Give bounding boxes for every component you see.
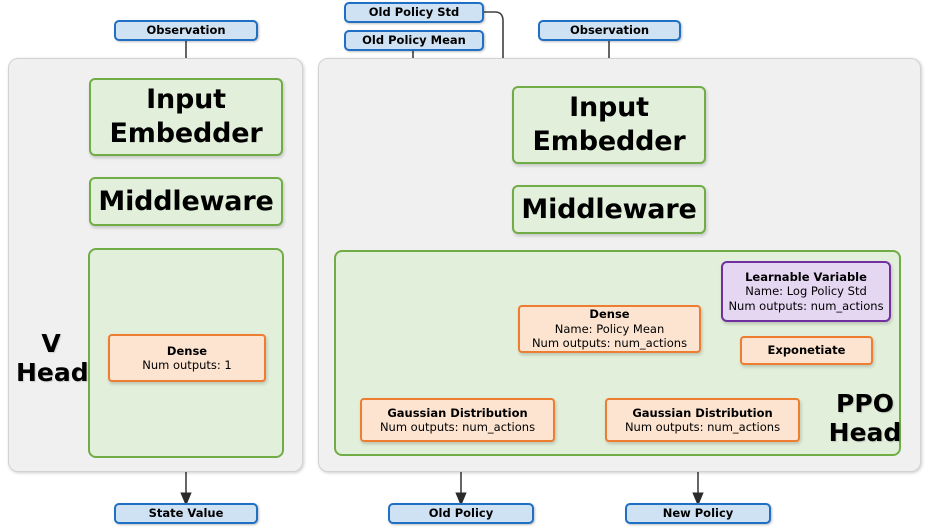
new-policy-output-node[interactable]: New Policy (625, 503, 771, 524)
old-policy-std-node[interactable]: Old Policy Std (344, 2, 484, 23)
new-policy-output-label: New Policy (662, 506, 734, 521)
ppo-input-embedder-node[interactable]: Input Embedder (512, 86, 706, 164)
old-policy-mean-node[interactable]: Old Policy Mean (344, 30, 484, 51)
v-middleware-node[interactable]: Middleware (89, 177, 283, 226)
v-dense-node[interactable]: Dense Num outputs: 1 (108, 334, 266, 382)
ppo-gaussian-old-title: Gaussian Distribution (387, 405, 528, 420)
ppo-gaussian-new-num-outputs: Num outputs: num_actions (624, 420, 781, 434)
v-input-embedder-node[interactable]: Input Embedder (89, 78, 283, 156)
v-middleware-label: Middleware (98, 185, 274, 217)
ppo-exponetiate-node[interactable]: Exponetiate (740, 336, 873, 365)
old-policy-output-label: Old Policy (428, 506, 494, 521)
v-observation-node[interactable]: Observation (114, 20, 258, 41)
ppo-head-label-line1: PPO (836, 389, 894, 418)
ppo-input-embedder-label: Input Embedder (532, 92, 686, 157)
ppo-head-label-line2: Head (828, 417, 902, 447)
old-policy-mean-label: Old Policy Mean (362, 33, 466, 48)
v-input-embedder-label: Input Embedder (109, 84, 263, 149)
v-state-value-node[interactable]: State Value (114, 503, 258, 524)
ppo-observation-node[interactable]: Observation (538, 20, 681, 41)
ppo-dense-title: Dense (589, 307, 630, 322)
old-policy-output-node[interactable]: Old Policy (388, 503, 534, 524)
ppo-dense-name: Name: Policy Mean (554, 321, 665, 336)
v-head-label: V Head (16, 329, 89, 388)
ppo-learnable-num-outputs: Num outputs: num_actions (728, 298, 884, 313)
ppo-head-label: PPO Head (820, 389, 910, 448)
old-policy-std-label: Old Policy Std (368, 5, 460, 20)
v-head-label-line1: V (41, 329, 61, 358)
ppo-gaussian-old-node[interactable]: Gaussian Distribution Num outputs: num_a… (360, 398, 555, 442)
ppo-dense-num-outputs: Num outputs: num_actions (531, 336, 688, 351)
ppo-dense-policy-mean-node[interactable]: Dense Name: Policy Mean Num outputs: num… (518, 305, 701, 353)
ppo-gaussian-old-num-outputs: Num outputs: num_actions (379, 420, 536, 434)
ppo-observation-label: Observation (569, 23, 650, 38)
v-dense-num-outputs: Num outputs: 1 (142, 358, 232, 372)
ppo-gaussian-new-title: Gaussian Distribution (632, 405, 773, 420)
ppo-learnable-name: Name: Log Policy Std (745, 284, 867, 299)
v-state-value-label: State Value (148, 506, 224, 521)
v-dense-title: Dense (166, 343, 208, 358)
v-head-label-line2: Head (16, 357, 89, 387)
ppo-exponetiate-label: Exponetiate (767, 343, 846, 358)
ppo-gaussian-new-node[interactable]: Gaussian Distribution Num outputs: num_a… (605, 398, 800, 442)
ppo-learnable-variable-node[interactable]: Learnable Variable Name: Log Policy Std … (721, 261, 891, 322)
ppo-learnable-title: Learnable Variable (745, 269, 867, 284)
ppo-middleware-label: Middleware (521, 193, 697, 225)
ppo-middleware-node[interactable]: Middleware (512, 185, 706, 234)
v-observation-label: Observation (146, 23, 226, 38)
